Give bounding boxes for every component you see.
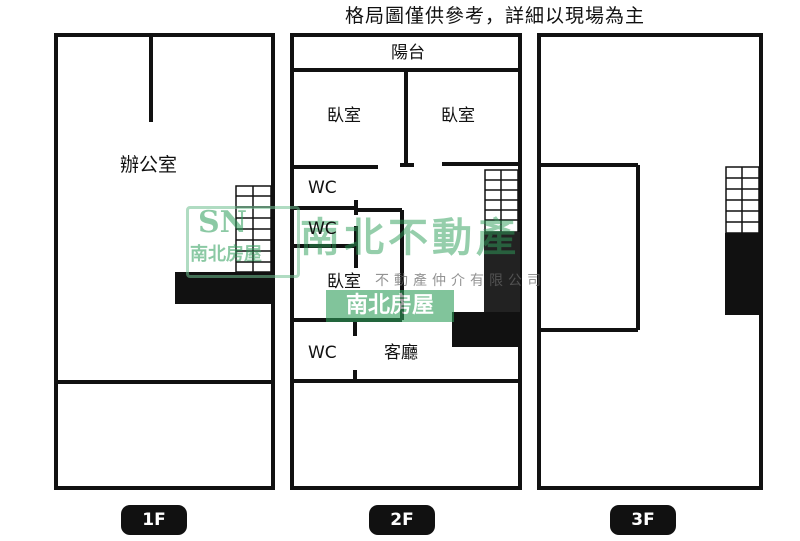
room-bedroom-right-2f: 臥室 bbox=[441, 106, 475, 126]
watermark-line1: 南北不動產 bbox=[300, 215, 520, 261]
floor-badge-2f: 2F bbox=[369, 505, 435, 535]
stair-void-3f bbox=[725, 233, 761, 315]
watermark-logo-text: SN bbox=[198, 205, 248, 240]
room-wc-2-2f: WC bbox=[308, 219, 337, 239]
disclaimer-note: 格局圖僅供參考，詳細以現場為主 bbox=[345, 5, 646, 27]
stair-void-2f bbox=[452, 312, 520, 347]
room-bedroom-mid-2f: 臥室 bbox=[327, 272, 361, 292]
watermark-line2: 不動產仲介有限公司 bbox=[375, 273, 546, 289]
watermark-logo bbox=[186, 206, 300, 278]
floor-badge-1f: 1F bbox=[121, 505, 187, 535]
room-balcony-2f: 陽台 bbox=[391, 43, 425, 63]
watermark-brand-small: 南北房屋 bbox=[190, 244, 262, 265]
stair-void-2f-side bbox=[484, 232, 520, 312]
watermark-line3: 南北房屋 bbox=[326, 290, 454, 322]
room-living-2f: 客廳 bbox=[384, 343, 418, 363]
floor-badge-3f: 3F bbox=[610, 505, 676, 535]
room-bedroom-left-2f: 臥室 bbox=[327, 106, 361, 126]
room-office-1f: 辦公室 bbox=[120, 154, 178, 176]
room-wc-1-2f: WC bbox=[308, 178, 337, 198]
floor-1f-outline bbox=[54, 33, 275, 490]
room-wc-3-2f: WC bbox=[308, 343, 337, 363]
